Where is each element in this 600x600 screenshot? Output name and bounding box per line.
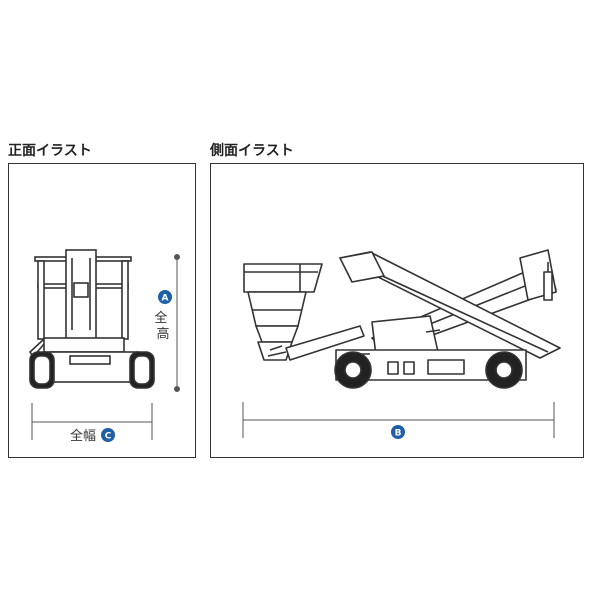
height-label-char-2: 高 (156, 326, 169, 342)
front-height-dimension (174, 254, 180, 392)
side-view-title: 側面イラスト (210, 143, 294, 159)
cylinder (543, 271, 553, 301)
height-badge-text: A (162, 294, 169, 304)
width-label: 全幅 (70, 428, 96, 444)
length-badge-text: B (395, 429, 402, 439)
side-view-panel (210, 163, 584, 458)
height-label: 全 高 (154, 310, 171, 342)
height-badge (158, 290, 172, 304)
front-machine (28, 249, 155, 389)
front-mast (65, 249, 97, 351)
upper-knuckle (339, 251, 385, 283)
width-badge (101, 428, 115, 442)
basket-body (247, 291, 307, 327)
length-badge (391, 425, 405, 439)
front-view-title: 正面イラスト (8, 143, 92, 159)
front-left-post (37, 260, 45, 340)
front-control-box (73, 282, 89, 298)
jib-arm (285, 325, 365, 361)
front-right-post (121, 260, 129, 340)
rotator (257, 341, 293, 361)
height-label-char-1: 全 (154, 310, 167, 326)
width-badge-text: C (105, 432, 112, 442)
side-length-dimension (242, 402, 555, 438)
front-width-dimension (31, 403, 153, 440)
side-machine (243, 249, 561, 389)
basket-top (243, 263, 323, 293)
front-chassis (49, 351, 139, 383)
